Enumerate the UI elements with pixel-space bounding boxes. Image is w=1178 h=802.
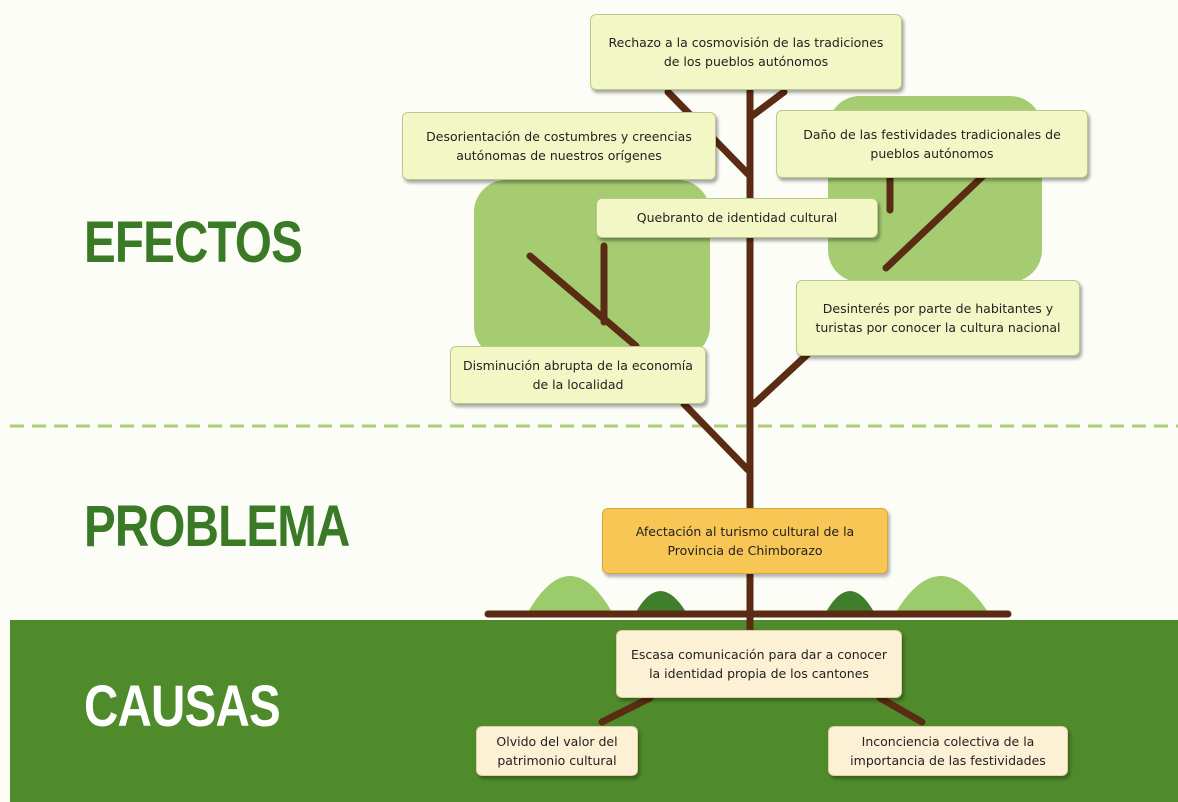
bush-light-left xyxy=(528,576,612,612)
effect-box-dano-festividades: Daño de las festividades tradicionales d… xyxy=(776,110,1088,178)
effect-box-desorientacion: Desorientación de costumbres y creencias… xyxy=(402,112,716,180)
effect-box-rechazo: Rechazo a la cosmovisión de las tradicio… xyxy=(590,14,902,90)
effect-box-desinteres: Desinterés por parte de habitantes y tur… xyxy=(796,280,1080,356)
branch-lower-right xyxy=(750,348,814,408)
root-right xyxy=(876,694,926,726)
section-title-causas: CAUSAS xyxy=(84,674,281,739)
cause-box-escasa-comunicacion: Escasa comunicación para dar a conocer l… xyxy=(616,630,902,698)
branch-lower-left xyxy=(680,400,752,474)
branch-top-right xyxy=(748,88,788,120)
cause-box-olvido: Olvido del valor del patrimonio cultural xyxy=(476,726,638,776)
root-left xyxy=(598,694,654,726)
bush-light-right xyxy=(896,576,988,612)
problem-box: Afectación al turismo cultural de la Pro… xyxy=(602,508,888,574)
effect-box-disminucion: Disminución abrupta de la economía de la… xyxy=(450,346,706,404)
effect-box-quebranto: Quebranto de identidad cultural xyxy=(596,198,878,238)
section-title-efectos: EFECTOS xyxy=(84,210,303,275)
cause-box-inconciencia: Inconciencia colectiva de la importancia… xyxy=(828,726,1068,776)
bush-dark-right xyxy=(826,591,874,612)
section-title-problema: PROBLEMA xyxy=(84,494,350,559)
branch-right-upper xyxy=(882,172,987,272)
bush-dark-left xyxy=(636,591,686,612)
branch-mid-left xyxy=(526,252,640,350)
